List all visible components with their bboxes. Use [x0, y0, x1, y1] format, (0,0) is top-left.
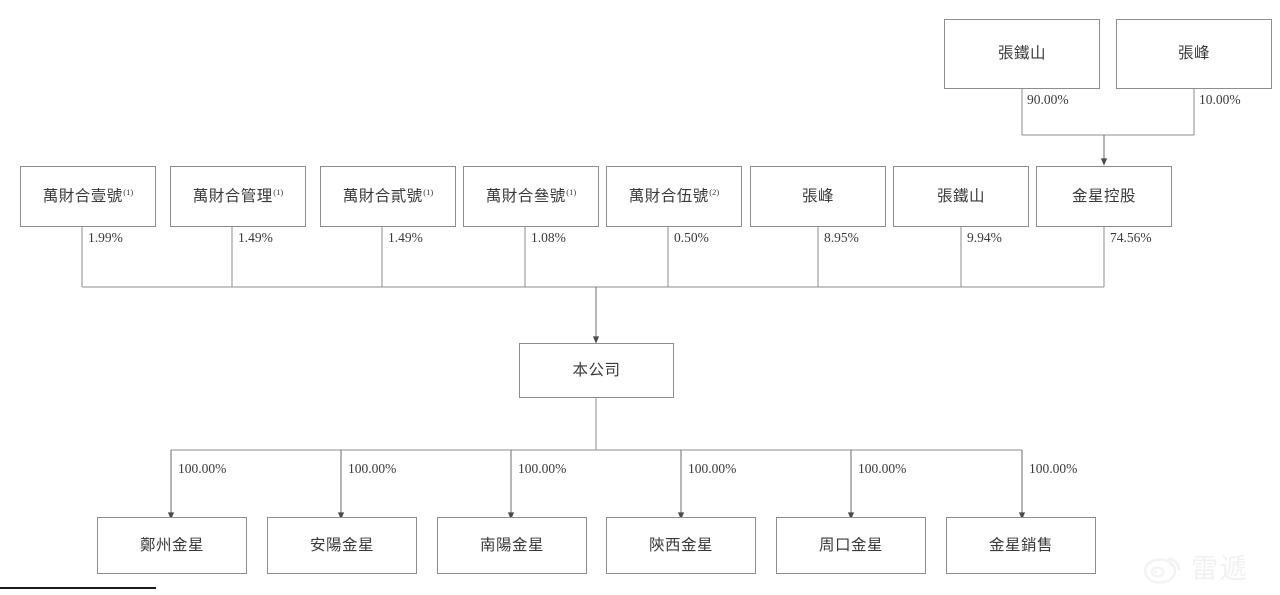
- edge-label-shaanxi-jinxing: 100.00%: [688, 461, 737, 476]
- node-anyang-jinxing[interactable]: 安陽金星: [267, 517, 417, 574]
- edge-label-zhoukou-jinxing: 100.00%: [858, 461, 907, 476]
- node-zhang-tieshan-mid[interactable]: 張鐵山: [893, 166, 1029, 227]
- edge-label-zhang-feng-to-jinxing-konggu: 10.00%: [1199, 92, 1241, 107]
- node-label: 安陽金星: [309, 536, 374, 554]
- node-wancaihe-guanli[interactable]: 萬財合管理(1): [170, 166, 306, 227]
- node-label: 金星銷售: [988, 536, 1053, 554]
- node-label: 萬財合叄號(1): [485, 186, 577, 206]
- watermark: 雷遞: [1143, 544, 1275, 588]
- weibo-logo-icon: [1143, 557, 1181, 584]
- edge-label-nanyang-jinxing: 100.00%: [518, 461, 567, 476]
- edge-label-wancaihe-wuhao: 0.50%: [674, 230, 709, 245]
- edge-label-wancaihe-yihao: 1.99%: [88, 230, 123, 245]
- node-label: 鄭州金星: [139, 536, 204, 554]
- node-label-superscript: (1): [273, 186, 284, 197]
- node-nanyang-jinxing[interactable]: 南陽金星: [437, 517, 587, 574]
- edge-label-zhang-feng-mid: 8.95%: [824, 230, 859, 245]
- node-label: 周口金星: [818, 536, 883, 554]
- node-label: 萬財合壹號(1): [42, 186, 134, 206]
- node-label-superscript: (1): [123, 186, 134, 197]
- footnote-separator-rule: [0, 587, 156, 589]
- node-label: 萬財合管理(1): [192, 186, 284, 206]
- edge-label-jinxing-konggu: 74.56%: [1110, 230, 1152, 245]
- node-wancaihe-wuhao[interactable]: 萬財合伍號(2): [606, 166, 742, 227]
- edge-label-zhang-tieshan-to-jinxing-konggu: 90.00%: [1027, 92, 1069, 107]
- node-wancaihe-sanhao[interactable]: 萬財合叄號(1): [463, 166, 599, 227]
- node-jinxing-konggu[interactable]: 金星控股: [1036, 166, 1172, 227]
- node-zhang-feng-mid[interactable]: 張峰: [750, 166, 886, 227]
- node-label-text: 萬財合伍號: [628, 188, 709, 206]
- node-wancaihe-yihao[interactable]: 萬財合壹號(1): [20, 166, 156, 227]
- edge-label-jinxing-xiaoshou: 100.00%: [1029, 461, 1078, 476]
- node-jinxing-xiaoshou[interactable]: 金星銷售: [946, 517, 1096, 574]
- node-zhengzhou-jinxing[interactable]: 鄭州金星: [97, 517, 247, 574]
- node-label-text: 萬財合管理: [192, 188, 273, 206]
- node-label: 張峰: [801, 187, 834, 205]
- edge-label-wancaihe-erhao: 1.49%: [388, 230, 423, 245]
- edge-label-zhengzhou-jinxing: 100.00%: [178, 461, 227, 476]
- node-label: 張鐵山: [936, 187, 985, 205]
- node-label-text: 萬財合壹號: [42, 188, 123, 206]
- node-label-text: 萬財合貳號: [342, 188, 423, 206]
- node-label: 本公司: [572, 361, 621, 379]
- node-label-text: 萬財合叄號: [485, 188, 566, 206]
- node-wancaihe-erhao[interactable]: 萬財合貳號(1): [320, 166, 456, 227]
- edge-label-zhang-tieshan-mid: 9.94%: [967, 230, 1002, 245]
- node-label-superscript: (2): [709, 186, 720, 197]
- node-label-superscript: (1): [566, 186, 577, 197]
- edge-label-anyang-jinxing: 100.00%: [348, 461, 397, 476]
- node-ben-gongsi[interactable]: 本公司: [519, 343, 674, 398]
- node-zhang-tieshan-top[interactable]: 張鐵山: [944, 19, 1100, 89]
- node-zhang-feng-top[interactable]: 張峰: [1116, 19, 1272, 89]
- node-zhoukou-jinxing[interactable]: 周口金星: [776, 517, 926, 574]
- node-label: 張鐵山: [997, 45, 1046, 63]
- node-label: 陝西金星: [648, 536, 713, 554]
- node-label: 金星控股: [1071, 187, 1136, 205]
- edge-label-wancaihe-guanli: 1.49%: [238, 230, 273, 245]
- watermark-text: 雷遞: [1191, 553, 1249, 584]
- node-label: 萬財合貳號(1): [342, 186, 434, 206]
- node-label: 萬財合伍號(2): [628, 186, 720, 206]
- edge-label-wancaihe-sanhao: 1.08%: [531, 230, 566, 245]
- node-label: 張峰: [1177, 45, 1210, 63]
- node-shaanxi-jinxing[interactable]: 陝西金星: [606, 517, 756, 574]
- node-label: 南陽金星: [479, 536, 544, 554]
- node-label-superscript: (1): [423, 186, 434, 197]
